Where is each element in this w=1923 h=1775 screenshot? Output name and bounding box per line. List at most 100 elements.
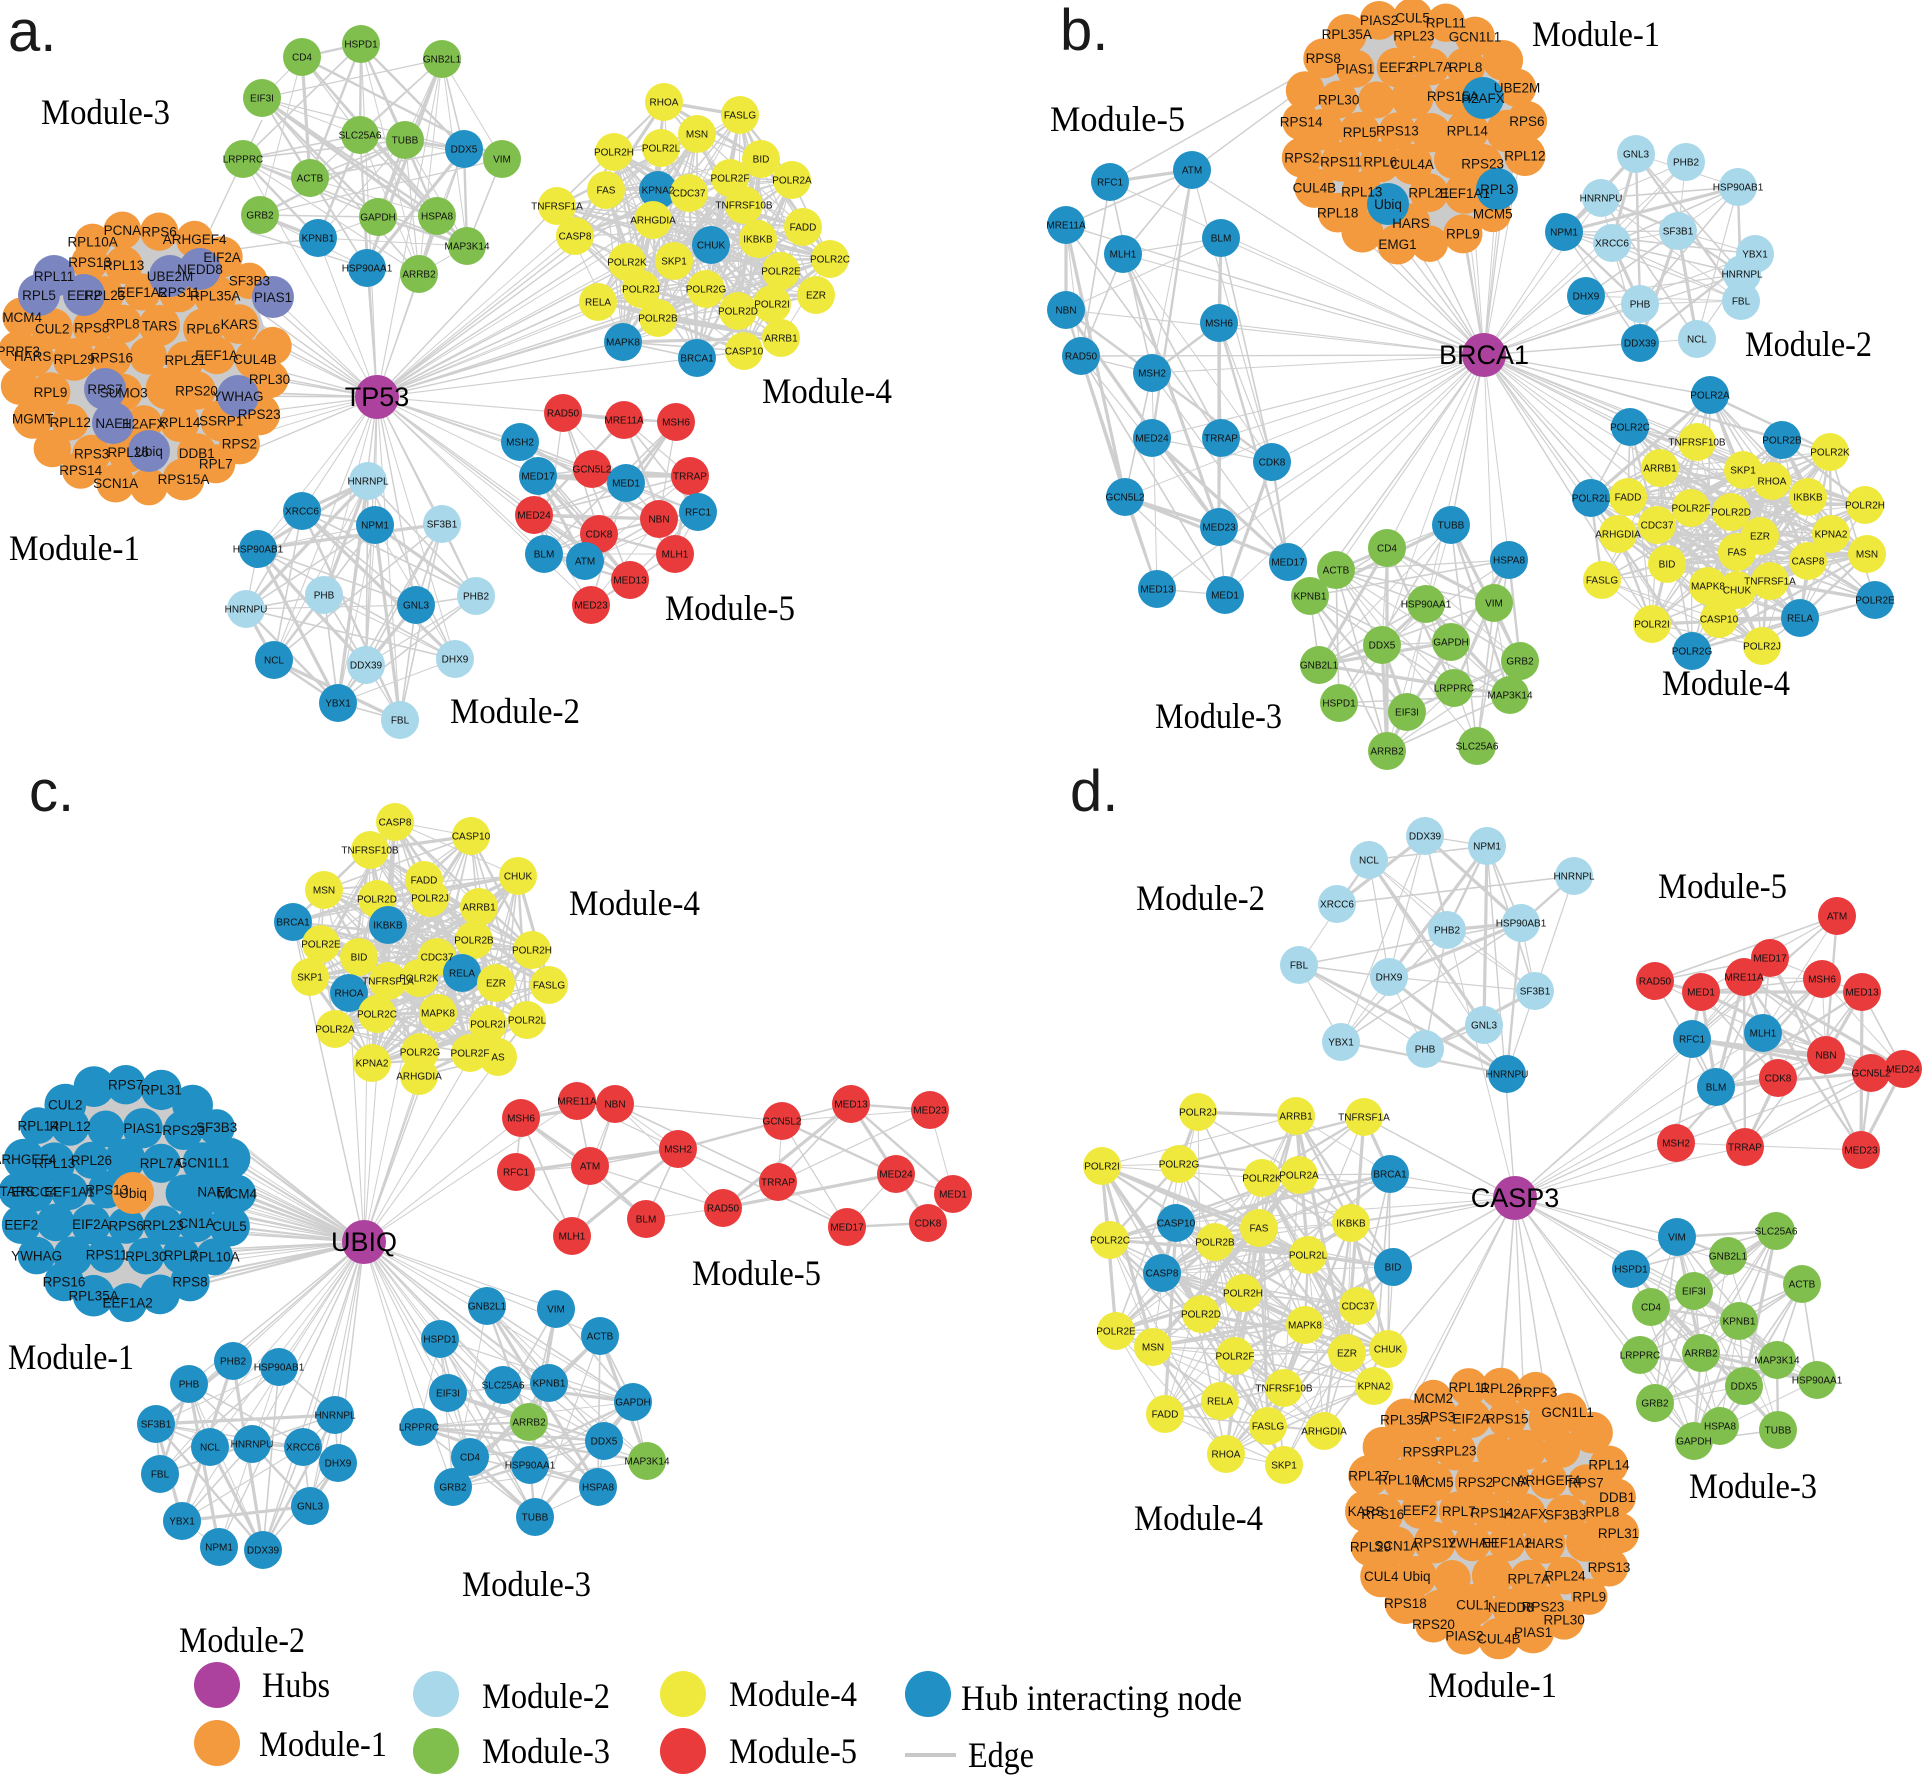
svg-text:PHB: PHB — [179, 1380, 200, 1391]
svg-text:SF3B1: SF3B1 — [1663, 227, 1694, 238]
svg-text:RHOA: RHOA — [335, 989, 364, 1000]
svg-text:YWHAH: YWHAH — [1447, 1536, 1497, 1551]
svg-text:RPL9: RPL9 — [1446, 227, 1480, 242]
svg-text:Module-5: Module-5 — [665, 588, 795, 628]
svg-text:NAE1: NAE1 — [95, 416, 130, 431]
svg-text:RPS12: RPS12 — [1414, 1535, 1457, 1550]
svg-text:GAPDH: GAPDH — [615, 1398, 651, 1409]
svg-text:YBX1: YBX1 — [1742, 250, 1768, 261]
svg-text:HSP90AA1: HSP90AA1 — [1401, 600, 1452, 611]
svg-text:Module-3: Module-3 — [482, 1731, 610, 1771]
svg-text:POLR2H: POLR2H — [594, 148, 634, 159]
svg-text:EEF1A2: EEF1A2 — [1482, 1536, 1532, 1551]
svg-text:EEF1A: EEF1A — [195, 348, 238, 363]
svg-text:CHUK: CHUK — [1723, 586, 1752, 597]
svg-text:KPNA2: KPNA2 — [1358, 1382, 1391, 1393]
svg-text:ATM: ATM — [575, 557, 595, 568]
svg-text:RPL7A: RPL7A — [1508, 1572, 1551, 1587]
svg-text:PHB2: PHB2 — [463, 592, 490, 603]
svg-text:CUL4: CUL4 — [1364, 1569, 1399, 1584]
svg-text:MED1: MED1 — [612, 479, 640, 490]
svg-text:RPS16: RPS16 — [90, 351, 133, 366]
svg-text:MSN: MSN — [313, 886, 335, 897]
svg-text:HSPD1: HSPD1 — [423, 1335, 457, 1346]
svg-text:TNFRSF10B: TNFRSF10B — [341, 846, 399, 857]
svg-text:CDC37: CDC37 — [1641, 521, 1674, 532]
svg-text:ERCC4: ERCC4 — [11, 1185, 57, 1200]
svg-text:Module-1: Module-1 — [9, 528, 140, 568]
svg-text:POLR2K: POLR2K — [399, 974, 439, 985]
svg-text:Module-2: Module-2 — [179, 1620, 305, 1660]
svg-text:NPM1: NPM1 — [1550, 228, 1578, 239]
svg-text:RPL23: RPL23 — [1435, 1443, 1476, 1458]
svg-text:GNB2L1: GNB2L1 — [1300, 661, 1339, 672]
svg-text:RPS3: RPS3 — [74, 447, 109, 462]
svg-text:UBE2M: UBE2M — [1494, 81, 1541, 96]
svg-text:CUL4B: CUL4B — [1477, 1631, 1521, 1646]
svg-text:RPL35A: RPL35A — [68, 1289, 118, 1304]
svg-text:HSP90AB1: HSP90AB1 — [233, 545, 284, 556]
svg-text:CD4: CD4 — [1377, 544, 1397, 555]
svg-text:GCN1L1: GCN1L1 — [177, 1156, 230, 1171]
svg-text:PRPF3: PRPF3 — [0, 344, 40, 359]
svg-text:POLR2G: POLR2G — [686, 285, 727, 296]
svg-text:RPS16: RPS16 — [1361, 1507, 1404, 1522]
svg-text:Module-5: Module-5 — [729, 1731, 857, 1771]
svg-text:DHX9: DHX9 — [1376, 973, 1403, 984]
svg-text:HNRNPL: HNRNPL — [314, 1411, 356, 1422]
svg-text:EEF2: EEF2 — [1403, 1503, 1437, 1518]
svg-text:Module-4: Module-4 — [1134, 1498, 1263, 1538]
svg-text:MGMT: MGMT — [12, 412, 53, 427]
svg-text:BLM: BLM — [1211, 234, 1232, 245]
svg-text:HNRNPL: HNRNPL — [347, 477, 389, 488]
svg-text:RPS15: RPS15 — [1486, 1412, 1529, 1427]
svg-text:KPNB1: KPNB1 — [302, 234, 335, 245]
svg-text:Module-5: Module-5 — [1658, 866, 1787, 906]
svg-text:GRB2: GRB2 — [1641, 1399, 1669, 1410]
svg-text:NPM1: NPM1 — [205, 1543, 233, 1554]
svg-text:POLR2A: POLR2A — [1279, 1171, 1319, 1182]
svg-text:YBX1: YBX1 — [1328, 1038, 1354, 1049]
svg-text:POLR2L: POLR2L — [642, 144, 681, 155]
svg-text:RPS20: RPS20 — [175, 383, 218, 398]
svg-text:Module-3: Module-3 — [1155, 696, 1282, 736]
svg-text:MCM5: MCM5 — [1414, 1475, 1454, 1490]
svg-text:PIAS1: PIAS1 — [1336, 61, 1374, 76]
svg-text:RELA: RELA — [585, 298, 611, 309]
svg-text:RPS2: RPS2 — [1458, 1475, 1493, 1490]
svg-text:MSN: MSN — [1856, 550, 1878, 561]
svg-text:SLC25A6: SLC25A6 — [1456, 742, 1499, 753]
svg-text:CUL4A: CUL4A — [1390, 157, 1434, 172]
svg-text:HSP90AB1: HSP90AB1 — [1496, 919, 1547, 930]
svg-text:MLH1: MLH1 — [559, 1232, 586, 1243]
svg-text:NBN: NBN — [1815, 1051, 1836, 1062]
svg-text:YWHAG: YWHAG — [11, 1248, 62, 1263]
svg-text:BID: BID — [753, 155, 770, 166]
svg-text:MSH6: MSH6 — [662, 418, 690, 429]
svg-text:FBL: FBL — [391, 716, 410, 727]
svg-text:HSPD1: HSPD1 — [1614, 1265, 1648, 1276]
svg-text:TNFRSF1A: TNFRSF1A — [531, 202, 583, 213]
svg-text:RPL30: RPL30 — [1318, 92, 1359, 107]
svg-text:KPNA2: KPNA2 — [356, 1059, 389, 1070]
svg-text:RPL8: RPL8 — [1586, 1505, 1620, 1520]
svg-text:Module-4: Module-4 — [729, 1674, 857, 1714]
svg-text:PCNA: PCNA — [1492, 1474, 1530, 1489]
svg-text:H2AFX: H2AFX — [122, 417, 166, 432]
svg-text:TRRAP: TRRAP — [673, 472, 707, 483]
svg-text:XRCC6: XRCC6 — [1595, 239, 1629, 250]
svg-text:FASLG: FASLG — [533, 981, 565, 992]
svg-text:MAPK8: MAPK8 — [606, 338, 640, 349]
svg-text:RPS13: RPS13 — [85, 1182, 128, 1197]
svg-text:POLR2F: POLR2F — [451, 1049, 490, 1060]
svg-text:HSP90AA1: HSP90AA1 — [1792, 1376, 1843, 1387]
svg-text:RAD50: RAD50 — [1065, 352, 1098, 363]
svg-text:SF3B3: SF3B3 — [196, 1120, 237, 1135]
svg-text:RPS7: RPS7 — [1568, 1475, 1603, 1490]
svg-text:RPS14: RPS14 — [59, 463, 102, 478]
svg-text:GRB2: GRB2 — [439, 1483, 467, 1494]
svg-text:SLC25A6: SLC25A6 — [482, 1381, 525, 1392]
svg-text:POLR2G: POLR2G — [1159, 1160, 1200, 1171]
svg-text:RPL12: RPL12 — [1504, 148, 1545, 163]
svg-text:MED24: MED24 — [1135, 434, 1169, 445]
